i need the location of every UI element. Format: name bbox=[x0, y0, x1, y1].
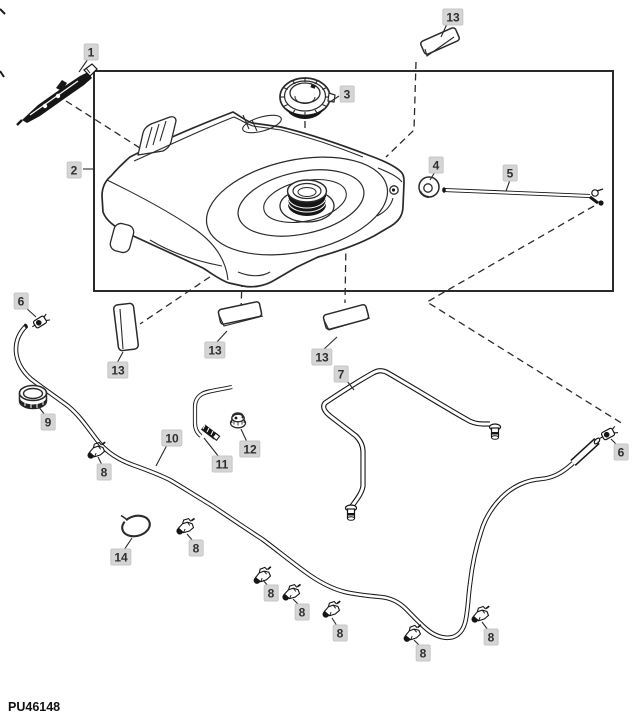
hose-clamp-left bbox=[29, 312, 51, 331]
figure-part-code: PU46148 bbox=[8, 700, 61, 714]
callout-11[interactable]: 11 bbox=[212, 456, 232, 472]
callout-8-4[interactable]: 8 bbox=[295, 604, 309, 620]
fuel-pickup-assembly bbox=[16, 63, 98, 126]
hose-clip bbox=[174, 517, 197, 536]
line-fitting-left bbox=[344, 504, 358, 521]
cushion-pad-left bbox=[112, 302, 140, 352]
line-fitting-right bbox=[488, 423, 502, 440]
fuel-tank bbox=[101, 111, 405, 288]
assembly-boundary-box bbox=[93, 70, 614, 292]
cushion-pads bbox=[112, 27, 460, 352]
callout-3[interactable]: 3 bbox=[340, 86, 354, 102]
callout-6-left[interactable]: 6 bbox=[14, 293, 28, 309]
fuel-cap bbox=[279, 77, 336, 120]
hose-clip bbox=[469, 604, 493, 624]
callout-13-left[interactable]: 13 bbox=[108, 362, 128, 378]
callout-8-1[interactable]: 8 bbox=[97, 464, 111, 480]
hose-clip bbox=[320, 599, 344, 619]
callout-13-mid[interactable]: 13 bbox=[205, 342, 225, 358]
callout-13-right[interactable]: 13 bbox=[312, 349, 332, 365]
callout-2[interactable]: 2 bbox=[67, 162, 81, 178]
edge-marks bbox=[0, 8, 6, 78]
callout-10[interactable]: 10 bbox=[162, 430, 182, 446]
callout-7[interactable]: 7 bbox=[334, 366, 348, 382]
cushion-pad-top bbox=[420, 27, 460, 57]
callout-1[interactable]: 1 bbox=[84, 44, 98, 60]
callout-8-7[interactable]: 8 bbox=[484, 629, 498, 645]
cushion-pad-middle bbox=[217, 301, 264, 327]
hose-clamp-right bbox=[597, 425, 619, 443]
grommet bbox=[418, 176, 440, 198]
hose-clip bbox=[85, 440, 109, 460]
callout-13-top[interactable]: 13 bbox=[443, 9, 463, 25]
vent-rod bbox=[442, 187, 604, 206]
callout-8-6[interactable]: 8 bbox=[416, 645, 430, 661]
clamp-ring bbox=[18, 384, 48, 410]
hose-clip bbox=[400, 623, 425, 644]
callout-6-right[interactable]: 6 bbox=[614, 444, 628, 460]
fuel-line bbox=[321, 368, 502, 521]
callout-12[interactable]: 12 bbox=[240, 441, 260, 457]
cushion-pad-right bbox=[322, 303, 371, 331]
callout-8-5[interactable]: 8 bbox=[333, 625, 347, 641]
vent-tube bbox=[192, 384, 233, 441]
hose-clip bbox=[280, 583, 303, 602]
leader-lines bbox=[24, 23, 619, 647]
callout-5[interactable]: 5 bbox=[503, 165, 517, 181]
hose-clip bbox=[250, 565, 275, 586]
callout-14[interactable]: 14 bbox=[111, 549, 131, 565]
fuel-hose bbox=[13, 323, 601, 641]
o-ring bbox=[120, 514, 151, 538]
flange-nut bbox=[229, 412, 247, 429]
callout-8-3[interactable]: 8 bbox=[264, 585, 278, 601]
callout-8-2[interactable]: 8 bbox=[189, 540, 203, 556]
callout-4[interactable]: 4 bbox=[429, 157, 443, 173]
callout-9[interactable]: 9 bbox=[41, 414, 55, 430]
